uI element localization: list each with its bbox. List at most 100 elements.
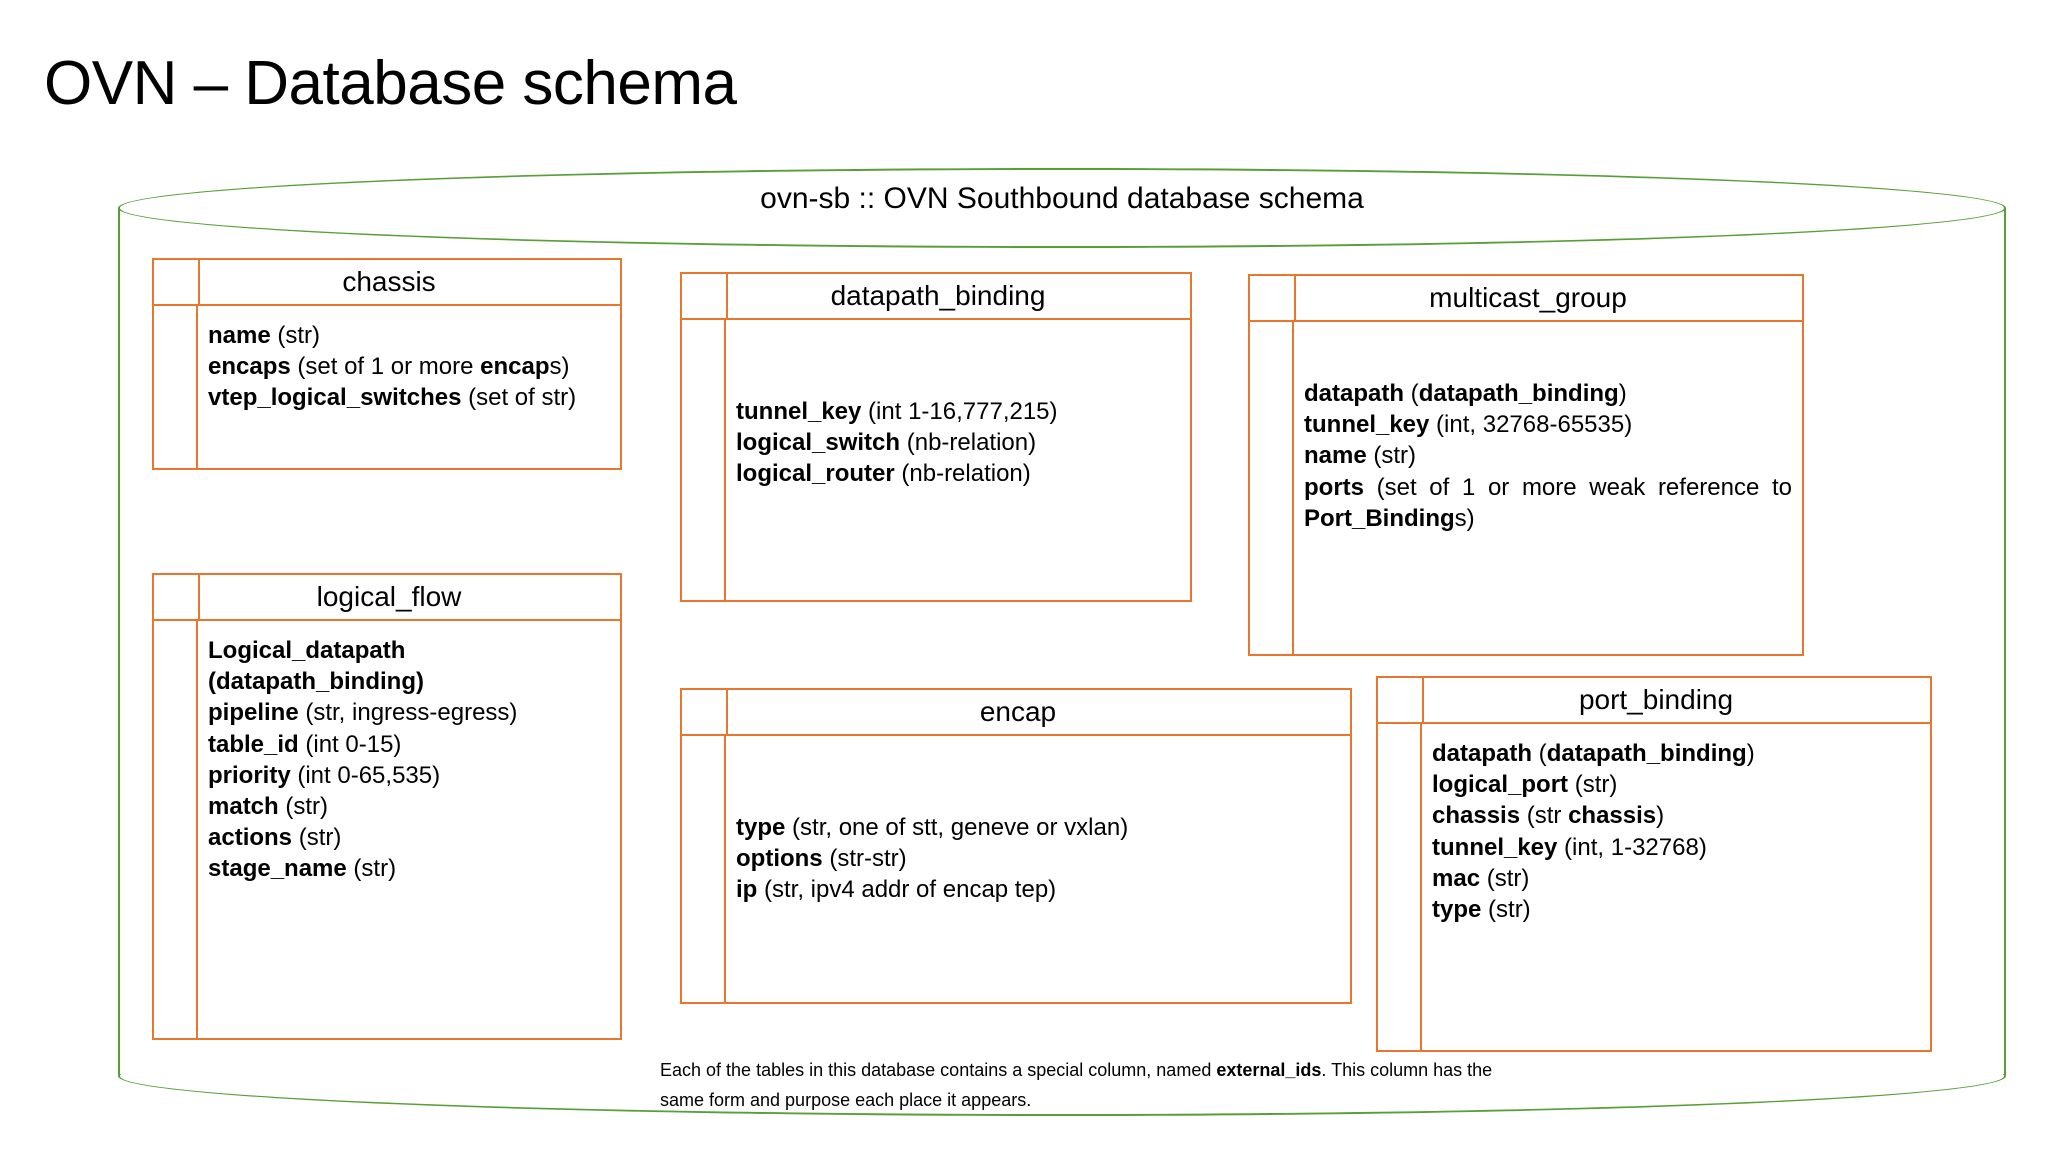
entity-gutter-datapath-binding <box>682 320 726 600</box>
field-type: (str-str) <box>822 845 907 873</box>
field-type: (str) <box>346 855 397 883</box>
entity-fields-logical-flow: Logical_datapath (datapath_binding)pipel… <box>198 621 620 1038</box>
field-type: (str) <box>1480 864 1530 892</box>
field-row: tunnel_key (int 1-16,777,215) <box>736 396 1180 427</box>
footnote-part-2: . This column has the same form and purp… <box>660 1060 1493 1110</box>
field-type-tail: s) <box>1454 504 1475 532</box>
entity-header-multicast-group: multicast_group <box>1250 276 1802 322</box>
field-type-tail: ) <box>1746 740 1755 767</box>
field-type: (int 0-15) <box>298 730 402 758</box>
entity-gutter-divider <box>726 690 728 734</box>
field-row: mac (str) <box>1432 863 1920 894</box>
field-label: type <box>736 814 786 841</box>
field-label: chassis <box>1432 802 1521 830</box>
field-row: type (str) <box>1432 894 1920 925</box>
field-row: datapath (datapath_binding) <box>1304 378 1792 409</box>
field-type: (str, one of stt, geneve or vxlan) <box>785 814 1129 841</box>
field-type: (str) <box>292 824 342 852</box>
cylinder-top-ellipse <box>118 168 2006 248</box>
entity-title-encap: encap <box>979 696 1057 727</box>
field-type-ref: Port_Binding <box>1304 504 1455 532</box>
field-type: (int 1-16,777,215) <box>861 398 1058 425</box>
field-label: match <box>208 792 279 820</box>
field-label: ports <box>1304 473 1364 501</box>
field-label: tunnel_key <box>1432 833 1558 861</box>
field-label: ip <box>736 876 758 904</box>
field-type: (nb-relation) <box>900 429 1037 457</box>
field-type: (str) <box>1481 895 1531 923</box>
field-row: tunnel_key (int, 1-32768) <box>1432 832 1920 863</box>
field-type-tail: s) <box>549 353 570 381</box>
entity-fields-datapath-binding: tunnel_key (int 1-16,777,215)logical_swi… <box>726 320 1190 600</box>
field-label: priority <box>208 761 291 789</box>
field-label: pipeline <box>208 699 299 727</box>
entity-fields-port-binding: datapath (datapath_binding)logical_port … <box>1422 724 1930 1050</box>
entity-gutter-divider <box>198 575 200 619</box>
field-row: logical_port (str) <box>1432 769 1920 800</box>
field-type: (str) <box>270 322 321 349</box>
field-label: datapath <box>1432 740 1533 767</box>
entity-header-port-binding: port_binding <box>1378 678 1930 724</box>
field-label: table_id <box>208 730 299 758</box>
field-row: priority (int 0-65,535) <box>208 760 610 791</box>
entity-gutter-multicast-group <box>1250 322 1294 654</box>
database-caption: ovn-sb :: OVN Southbound database schema <box>760 182 1364 215</box>
entity-gutter-divider <box>726 274 728 318</box>
footnote-emphasis: external_ids <box>1216 1060 1322 1080</box>
entity-body-encap: type (str, one of stt, geneve or vxlan) o… <box>682 736 1350 1002</box>
entity-title-chassis: chassis <box>342 266 436 297</box>
entity-table-chassis[interactable]: chassis name (str)encaps (set of 1 or mo… <box>152 258 622 470</box>
field-row: match (str) <box>208 791 610 822</box>
field-row: ip (str, ipv4 addr of encap tep) <box>736 874 1340 905</box>
field-type: (str) <box>1568 771 1618 799</box>
field-row: ports (set of 1 or more weak reference t… <box>1304 472 1792 534</box>
field-type: (str, ingress-egress) <box>298 699 518 727</box>
entity-body-datapath-binding: tunnel_key (int 1-16,777,215)logical_swi… <box>682 320 1190 600</box>
field-type-ref: chassis <box>1568 802 1657 830</box>
entity-fields-chassis: name (str)encaps (set of 1 or more encap… <box>198 306 620 468</box>
entity-gutter-encap <box>682 736 726 1002</box>
field-label: encaps <box>208 353 291 381</box>
field-label: name <box>1304 442 1367 470</box>
field-type: (int, 1-32768) <box>1557 833 1707 861</box>
page-title: OVN – Database schema <box>44 49 737 118</box>
field-type: (str) <box>1366 442 1417 470</box>
field-label: tunnel_key <box>1304 411 1430 439</box>
field-type: (int 0-65,535) <box>290 761 441 789</box>
entity-table-multicast-group[interactable]: multicast_group datapath (datapath_bindi… <box>1248 274 1804 656</box>
field-label: mac <box>1432 864 1481 892</box>
field-label: Logical_datapath (datapath_binding) <box>208 637 424 696</box>
entity-gutter-logical-flow <box>154 621 198 1038</box>
field-label: tunnel_key <box>736 398 862 425</box>
entity-header-datapath-binding: datapath_binding <box>682 274 1190 320</box>
field-row: name (str) <box>1304 440 1792 471</box>
entity-title-datapath-binding: datapath_binding <box>830 280 1046 311</box>
field-type: (set of str) <box>461 384 577 412</box>
field-label: stage_name <box>208 855 347 883</box>
field-row: table_id (int 0-15) <box>208 729 610 760</box>
entity-table-port-binding[interactable]: port_binding datapath (datapath_binding)… <box>1376 676 1932 1052</box>
field-row: actions (str) <box>208 822 610 853</box>
field-type: (nb-relation) <box>894 460 1031 488</box>
field-type: (str, ipv4 addr of encap tep) <box>757 876 1057 904</box>
field-type: ( <box>1404 380 1419 407</box>
entity-table-datapath-binding[interactable]: datapath_binding tunnel_key (int 1-16,77… <box>680 272 1192 602</box>
field-type-ref: datapath_binding <box>1546 740 1747 767</box>
field-label: options <box>736 845 823 873</box>
entity-gutter-divider <box>1294 276 1296 320</box>
field-type-ref: datapath_binding <box>1418 380 1619 407</box>
field-row: tunnel_key (int, 32768-65535) <box>1304 409 1792 440</box>
entity-title-port-binding: port_binding <box>1578 684 1734 715</box>
entity-header-logical-flow: logical_flow <box>154 575 620 621</box>
entity-fields-encap: type (str, one of stt, geneve or vxlan) o… <box>726 736 1350 1002</box>
field-row: encaps (set of 1 or more encaps) <box>208 351 610 382</box>
field-row: stage_name (str) <box>208 853 610 884</box>
entity-body-multicast-group: datapath (datapath_binding)tunnel_key (i… <box>1250 322 1802 654</box>
field-type: (str) <box>278 792 328 820</box>
field-row: logical_switch (nb-relation) <box>736 427 1180 458</box>
field-label: type <box>1432 895 1482 923</box>
entity-title-multicast-group: multicast_group <box>1429 282 1627 313</box>
entity-table-encap[interactable]: encap type (str, one of stt, geneve or v… <box>680 688 1352 1004</box>
entity-table-logical-flow[interactable]: logical_flow Logical_datapath (datapath_… <box>152 573 622 1040</box>
